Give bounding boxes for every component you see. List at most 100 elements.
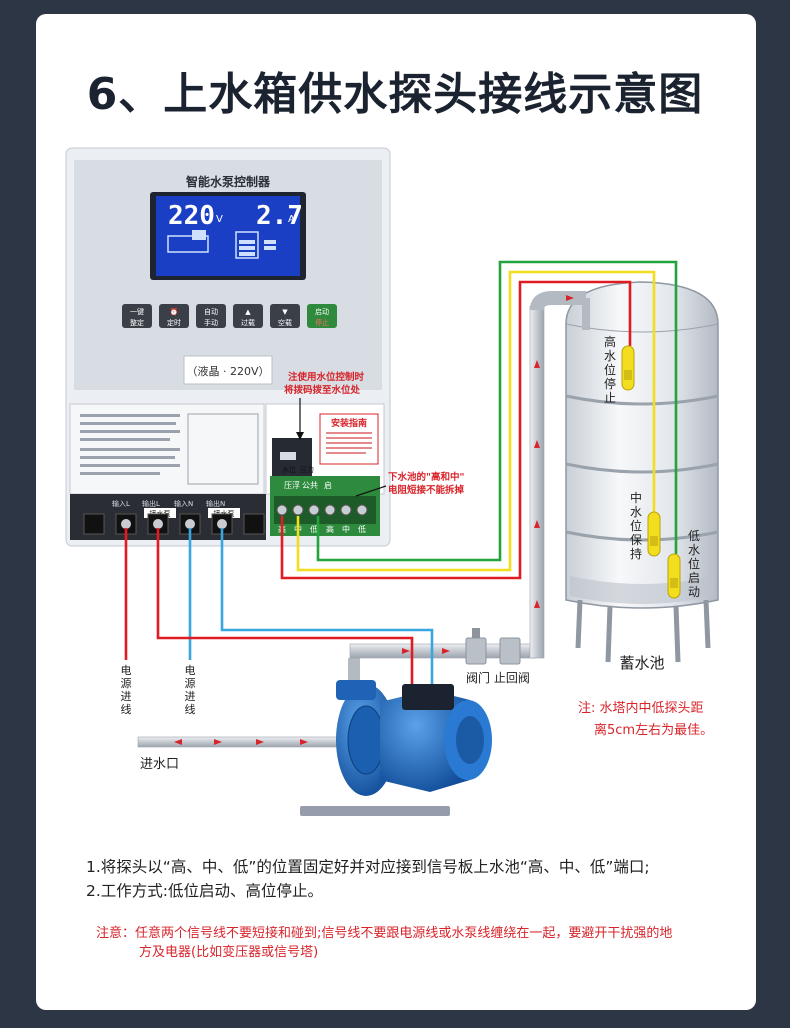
controller-button-4[interactable] [233, 304, 263, 328]
controller-button-label-top: ⏰ [170, 307, 179, 316]
pump-wire-L [156, 528, 414, 684]
svg-text:停: 停 [604, 376, 616, 391]
guide-title: 安装指南 [331, 417, 367, 429]
controller-button-label-bottom: 整定 [130, 318, 144, 327]
wire-high [280, 280, 632, 580]
tank-note-line2: 离5cm左右为最佳。 [594, 722, 713, 738]
page-title: 6、上水箱供水探头接线示意图 [86, 69, 704, 120]
probe-mid [647, 511, 661, 557]
switch-label-pressure: 压力 [300, 465, 314, 474]
inlet-label: 进水口 [140, 757, 179, 772]
signal-wires [124, 260, 678, 684]
svg-text:高: 高 [604, 334, 616, 349]
svg-text:启: 启 [688, 571, 700, 585]
terminal-label-top-2: 公共 [302, 481, 318, 490]
svg-text:水: 水 [604, 349, 616, 363]
terminal-screw [340, 504, 352, 516]
svg-text:电: 电 [121, 664, 132, 677]
tank-note-line1: 注: 水塔内中低探头距 [578, 700, 704, 716]
controller-button-label-bottom: 空载 [278, 318, 292, 327]
switch-annotation: 注使用水位控制时 将拨码拨至水位处 [284, 371, 365, 440]
controller-button-label-top: 一键 [130, 307, 144, 316]
svg-text:源: 源 [185, 676, 196, 690]
pump-icon [167, 235, 209, 253]
lcd-voltage-unit: V [216, 214, 223, 225]
terminal-label-bottom: 低 [358, 524, 366, 534]
svg-text:源: 源 [121, 676, 132, 690]
controller-button-label-bottom: 手动 [204, 318, 218, 327]
terminal-screw [308, 504, 320, 516]
terminal-label-top-3: 启 [324, 480, 332, 490]
wire-mid [296, 270, 656, 572]
controller-button-label-top: ▲ [245, 308, 251, 316]
controller-button-3[interactable] [196, 304, 226, 328]
svg-text:注使用水位控制时: 注使用水位控制时 [288, 371, 365, 383]
terminal-screw [324, 504, 336, 516]
note-1: 1.将探头以“高、中、低”的位置固定好并对应接到信号板上水池“高、中、低”端口; [86, 858, 650, 876]
svg-text:线: 线 [185, 702, 196, 716]
lcd-voltage: 220 [168, 201, 215, 231]
terminal-screw [292, 504, 304, 516]
svg-text:动: 动 [688, 585, 700, 599]
svg-text:低: 低 [688, 529, 700, 543]
pump-wire-N [220, 528, 434, 684]
controller-button-1[interactable] [122, 304, 152, 328]
valve-label: 阀门 止回阀 [466, 670, 530, 685]
lcd-current-unit: A [288, 214, 295, 225]
model-label: （液晶 · 220V） [186, 364, 269, 378]
terminal-label-bottom: 低 [310, 524, 318, 534]
controller-button-5[interactable] [270, 304, 300, 328]
warning-line1: 注意：任意两个信号线不要短接和碰到;信号线不要跟电源线或水泵线缠绕在一起，要避开… [96, 926, 673, 941]
probe-high [621, 345, 635, 391]
terminal-label-bottom: 高 [326, 524, 334, 534]
pump-controller: 智能水泵控制器 220 V 2.7 A 一键整定⏰定时自动手动▲过载▼空载启动停… [65, 147, 391, 547]
terminal-screw [356, 504, 368, 516]
controller-button-label-bottom: 定时 [167, 318, 181, 327]
water-pipes [137, 291, 590, 748]
svg-text:线: 线 [121, 702, 132, 716]
tank-level-icon [235, 231, 259, 259]
svg-text:进: 进 [121, 690, 132, 703]
switch-label-level: 水位 [282, 465, 296, 474]
wire-low [316, 260, 678, 562]
power-label-4: 输出N [206, 499, 225, 508]
svg-text:电阻短接不能拆掉: 电阻短接不能拆掉 [388, 484, 465, 496]
controller-button-label-top: ▼ [282, 308, 288, 316]
svg-text:位: 位 [688, 556, 700, 571]
probe-low [667, 553, 681, 599]
tank-label: 蓄水池 [619, 654, 664, 672]
controller-name: 智能水泵控制器 [185, 174, 271, 189]
svg-text:将拨码拨至水位处: 将拨码拨至水位处 [284, 384, 361, 396]
note-2: 2.工作方式:低位启动、高位停止。 [86, 882, 324, 900]
terminal-label-bottom: 中 [342, 524, 350, 534]
controller-button-6[interactable] [307, 304, 337, 328]
controller-button-label-bottom: 过载 [241, 318, 255, 327]
controller-button-2[interactable] [159, 304, 189, 328]
svg-text:进: 进 [185, 690, 196, 703]
power-label-3: 输入N [174, 499, 193, 508]
svg-text:中: 中 [630, 490, 642, 505]
power-label-1: 输入L [112, 499, 130, 508]
instruction-notes: 1.将探头以“高、中、低”的位置固定好并对应接到信号板上水池“高、中、低”端口;… [86, 855, 736, 903]
svg-text:电: 电 [185, 664, 196, 677]
svg-text:保: 保 [630, 533, 642, 547]
svg-text:水: 水 [688, 543, 700, 557]
controller-button-label-top: 启动 [315, 307, 329, 316]
svg-text:位: 位 [630, 518, 642, 533]
storage-tank [565, 281, 719, 663]
svg-text:位: 位 [604, 362, 616, 377]
svg-text:下水池的"高和中": 下水池的"高和中" [388, 471, 464, 483]
terminal-screw [276, 504, 288, 516]
warning-note: 注意：任意两个信号线不要短接和碰到;信号线不要跟电源线或水泵线缠绕在一起，要避开… [96, 924, 736, 962]
warning-line2: 方及电器(比如变压器或信号塔) [139, 945, 319, 960]
svg-text:止: 止 [604, 391, 616, 405]
short-circuit-annotation: 下水池的"高和中" 电阻短接不能拆掉 [355, 471, 465, 497]
power-label-2: 输出L [142, 499, 160, 508]
svg-text:水: 水 [630, 505, 642, 519]
